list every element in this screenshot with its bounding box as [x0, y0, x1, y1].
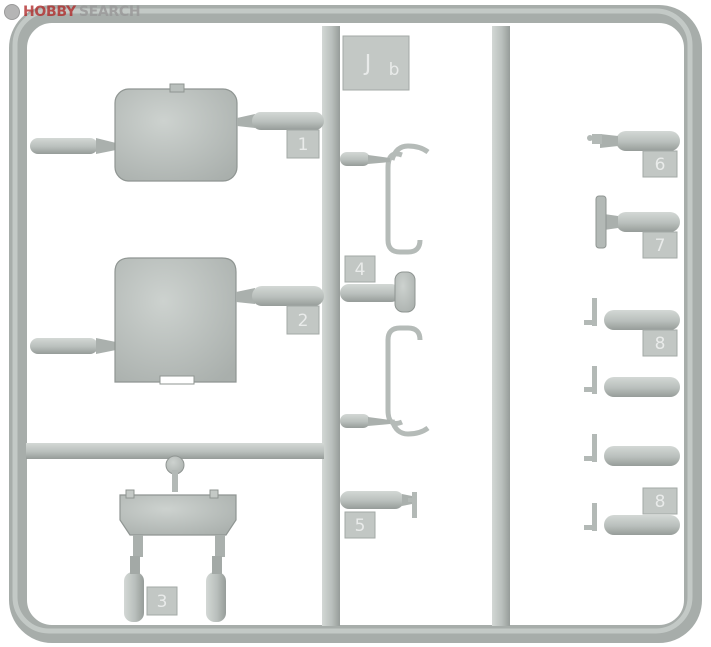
part-5 — [340, 491, 417, 518]
runner-vertical-right — [492, 26, 510, 626]
part-tank-2 — [30, 257, 324, 385]
sprue-code-tag — [342, 35, 410, 91]
part-handle-4 — [385, 143, 430, 437]
part-tag-8b — [642, 487, 678, 515]
part-bracket-3 — [119, 455, 237, 622]
part-number-6: 6 — [655, 155, 666, 175]
part-number-4: 4 — [355, 260, 366, 280]
watermark-search: SEARCH — [78, 4, 141, 20]
part-number-5: 5 — [355, 516, 366, 536]
part-number-8a: 8 — [655, 334, 666, 354]
watermark: HOBBY SEARCH — [4, 4, 141, 20]
part-tag-5 — [344, 511, 376, 539]
part-8-b — [584, 366, 680, 397]
part-8-c — [584, 434, 680, 466]
part-number-7: 7 — [655, 236, 666, 256]
part-tag-7 — [642, 231, 678, 259]
sprue-code-subletter: b — [389, 60, 400, 80]
sprue-code-letter: J — [363, 52, 372, 77]
part-number-3: 3 — [157, 592, 168, 612]
part-8-d — [584, 503, 680, 535]
part-number-2: 2 — [298, 311, 309, 331]
part-7 — [595, 195, 680, 249]
part-tag-2 — [286, 305, 320, 335]
watermark-hobby: HOBBY — [23, 4, 76, 20]
part-tag-1 — [286, 129, 320, 159]
part-8-a — [584, 298, 680, 330]
sprue-frame — [9, 5, 702, 643]
part-tag-3 — [146, 586, 178, 616]
part-number-8b: 8 — [655, 492, 666, 512]
part-number-1: 1 — [298, 135, 309, 155]
runner-vertical-center — [322, 26, 340, 626]
part-tag-4 — [344, 255, 376, 283]
part-tag-6 — [642, 150, 678, 178]
part-tag-8a — [642, 329, 678, 357]
part-6 — [587, 131, 680, 151]
runner-horizontal — [26, 443, 324, 459]
part-tank-1 — [30, 83, 324, 182]
part-handle-4-gates — [340, 152, 416, 428]
hobbysearch-logo-icon — [4, 4, 20, 20]
